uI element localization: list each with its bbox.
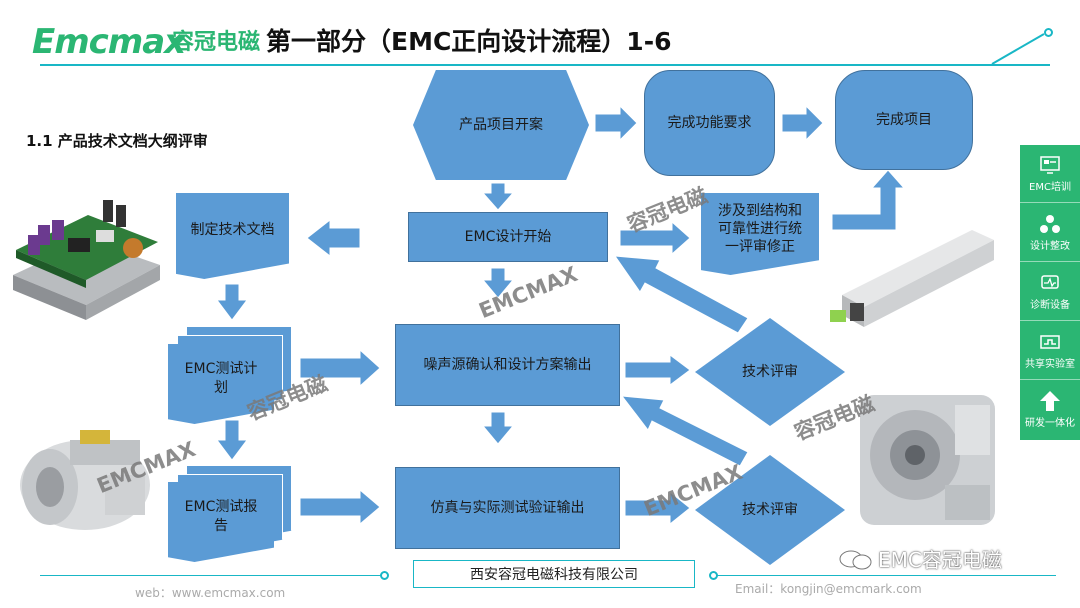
footer-email: Email：kongjin@emcmark.com: [735, 582, 922, 596]
node-complete-project-label: 完成项目: [876, 111, 932, 128]
service-sidebar: EMC培训 设计整改 诊断设备 共享实验室 研发一体化: [1020, 145, 1080, 440]
node-complete-project: 完成项目: [835, 70, 973, 170]
sidebar-item-diagnostic-device[interactable]: 诊断设备: [1020, 263, 1080, 321]
network-icon: [1039, 214, 1061, 234]
node-product-project-label: 产品项目开案: [459, 116, 543, 133]
node-product-project: 产品项目开案: [413, 70, 589, 180]
training-icon: [1039, 155, 1061, 175]
node-emc-design-start-label: EMC设计开始: [464, 228, 552, 245]
footer-dot-left: [380, 571, 389, 580]
node-structure-review-label: 涉及到结构和可靠性进行统一评审修正: [718, 203, 802, 255]
wechat-account-name: EMC容冠电磁: [878, 548, 1002, 572]
node-noise-source-label: 噪声源确认和设计方案输出: [423, 356, 592, 373]
footer-line-left: [40, 575, 386, 576]
node-complete-function: 完成功能要求: [644, 70, 775, 176]
header-line-decoration: [991, 33, 1045, 65]
node-simulation-verify: 仿真与实际测试验证输出: [395, 467, 620, 549]
lab-icon: [1039, 332, 1061, 352]
page-title: 第一部分（EMC正向设计流程）1-6: [266, 27, 672, 56]
motor-image-left: [20, 430, 150, 530]
node-structure-review: 涉及到结构和可靠性进行统一评审修正: [701, 193, 819, 275]
sidebar-item-rd-integration[interactable]: 研发一体化: [1020, 381, 1080, 439]
node-tech-review-2-label: 技术评审: [742, 501, 798, 518]
sidebar-item-design-fix-label: 设计整改: [1030, 240, 1070, 252]
node-tech-doc-label: 制定技术文档: [190, 221, 275, 238]
header-divider: [40, 64, 1050, 66]
footer-website: web：www.emcmax.com: [135, 586, 286, 600]
logo-wordmark: Emcmax: [32, 22, 186, 62]
section-heading: 1.1 产品技术文档大纲评审: [26, 132, 208, 150]
footer-dot-right: [709, 571, 718, 580]
sidebar-item-training[interactable]: EMC培训: [1020, 145, 1080, 203]
node-emc-test-plan-label: EMC测试计划: [184, 361, 258, 396]
node-emc-test-report-label: EMC测试报告: [184, 499, 258, 534]
logo-chinese-name: 容冠电磁: [172, 30, 261, 55]
header-line-dot: [1044, 28, 1053, 37]
node-tech-doc: 制定技术文档: [176, 193, 289, 279]
sidebar-item-shared-lab-label: 共享实验室: [1025, 358, 1075, 370]
company-logo: Emcmax 容冠电磁: [32, 22, 260, 62]
sidebar-item-training-label: EMC培训: [1029, 181, 1071, 193]
node-complete-function-label: 完成功能要求: [667, 114, 752, 131]
motor-image-right: [860, 395, 995, 525]
sidebar-item-rd-integration-label: 研发一体化: [1025, 418, 1075, 429]
device-icon: [1039, 273, 1061, 293]
node-emc-test-report: EMC测试报告: [168, 482, 274, 562]
sidebar-item-design-fix[interactable]: 设计整改: [1020, 204, 1080, 262]
sidebar-item-shared-lab[interactable]: 共享实验室: [1020, 322, 1080, 380]
sidebar-item-diagnostic-device-label: 诊断设备: [1030, 299, 1070, 311]
arrow-up-icon: [1039, 391, 1061, 411]
wechat-icon: [839, 550, 872, 570]
pcb-board-image: [13, 200, 160, 320]
node-emc-test-plan: EMC测试计划: [168, 344, 274, 424]
footer-line-right: [716, 575, 1056, 576]
node-simulation-verify-label: 仿真与实际测试验证输出: [430, 499, 585, 516]
node-emc-design-start: EMC设计开始: [408, 212, 608, 262]
node-noise-source: 噪声源确认和设计方案输出: [395, 324, 620, 406]
power-supply-image: [830, 230, 994, 327]
company-name: 西安容冠电磁科技有限公司: [413, 560, 695, 588]
node-tech-review-1-label: 技术评审: [742, 363, 798, 380]
